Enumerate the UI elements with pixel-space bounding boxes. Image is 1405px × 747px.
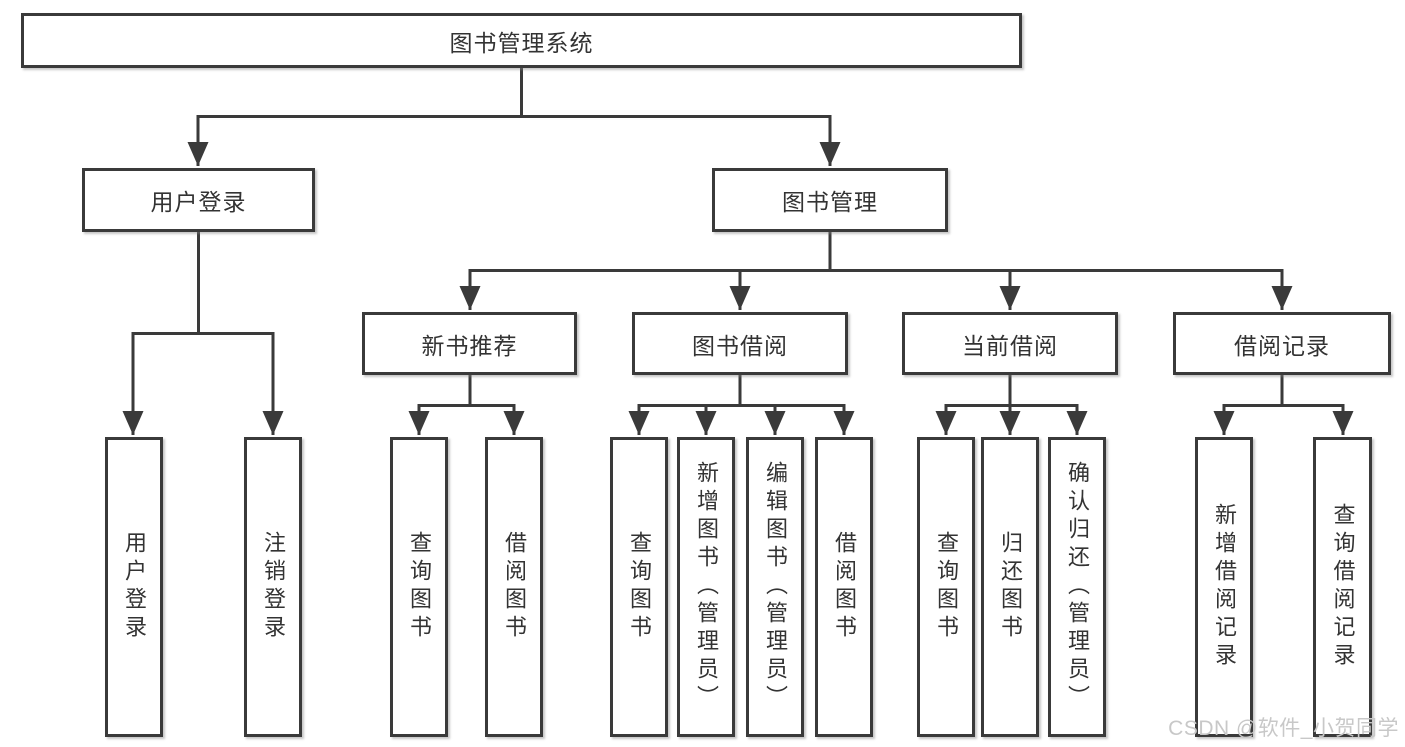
node-borrow-records: 借阅记录 xyxy=(1173,312,1391,375)
leaf-label: 查询图书 xyxy=(934,531,959,643)
connector-book-borrow xyxy=(628,375,855,435)
leaf-label: 用户登录 xyxy=(122,531,147,643)
leaf-confirm-return-admin: 确认归还（管理员） xyxy=(1048,437,1106,737)
leaf-borrow-books: 借阅图书 xyxy=(815,437,873,737)
node-new-book-recommend: 新书推荐 xyxy=(362,312,577,375)
connector-borrow-records xyxy=(1213,375,1354,435)
leaf-label: 新增图书（管理员） xyxy=(694,461,719,713)
node-library-system: 图书管理系统 xyxy=(21,13,1022,68)
connector-user-login-to-leaves xyxy=(122,232,284,435)
node-user-login-group: 用户登录 xyxy=(82,168,315,232)
leaf-borrow-books-recommend: 借阅图书 xyxy=(485,437,543,737)
connector-current-borrow xyxy=(935,375,1088,435)
leaf-logout: 注销登录 xyxy=(244,437,302,737)
connector-root-to-level2 xyxy=(187,68,841,166)
leaf-label: 借阅图书 xyxy=(502,531,527,643)
csdn-watermark: CSDN @软件_小贺同学 xyxy=(1168,717,1399,740)
leaf-query-books-borrow: 查询图书 xyxy=(610,437,668,737)
leaf-label: 查询图书 xyxy=(627,531,652,643)
leaf-label: 编辑图书（管理员） xyxy=(763,461,788,713)
node-book-mgmt: 图书管理 xyxy=(712,168,948,232)
leaf-add-book-admin: 新增图书（管理员） xyxy=(677,437,735,737)
leaf-query-borrow-record: 查询借阅记录 xyxy=(1313,437,1372,737)
leaf-label: 借阅图书 xyxy=(832,531,857,643)
connector-book-mgmt-to-level3 xyxy=(459,232,1293,310)
leaf-edit-book-admin: 编辑图书（管理员） xyxy=(746,437,804,737)
leaf-label: 查询借阅记录 xyxy=(1330,503,1356,671)
leaf-user-login: 用户登录 xyxy=(105,437,163,737)
leaf-label: 归还图书 xyxy=(998,531,1023,643)
leaf-label: 新增借阅记录 xyxy=(1212,503,1237,671)
connector-new-book-recommend xyxy=(408,375,525,435)
leaf-label: 注销登录 xyxy=(261,531,286,643)
node-current-borrow: 当前借阅 xyxy=(902,312,1118,375)
leaf-query-books-current: 查询图书 xyxy=(917,437,975,737)
leaf-add-borrow-record: 新增借阅记录 xyxy=(1195,437,1253,737)
leaf-return-book: 归还图书 xyxy=(981,437,1039,737)
node-book-borrow: 图书借阅 xyxy=(632,312,848,375)
leaf-query-books-recommend: 查询图书 xyxy=(390,437,448,737)
leaf-label: 确认归还（管理员） xyxy=(1065,461,1090,713)
leaf-label: 查询图书 xyxy=(407,531,432,643)
